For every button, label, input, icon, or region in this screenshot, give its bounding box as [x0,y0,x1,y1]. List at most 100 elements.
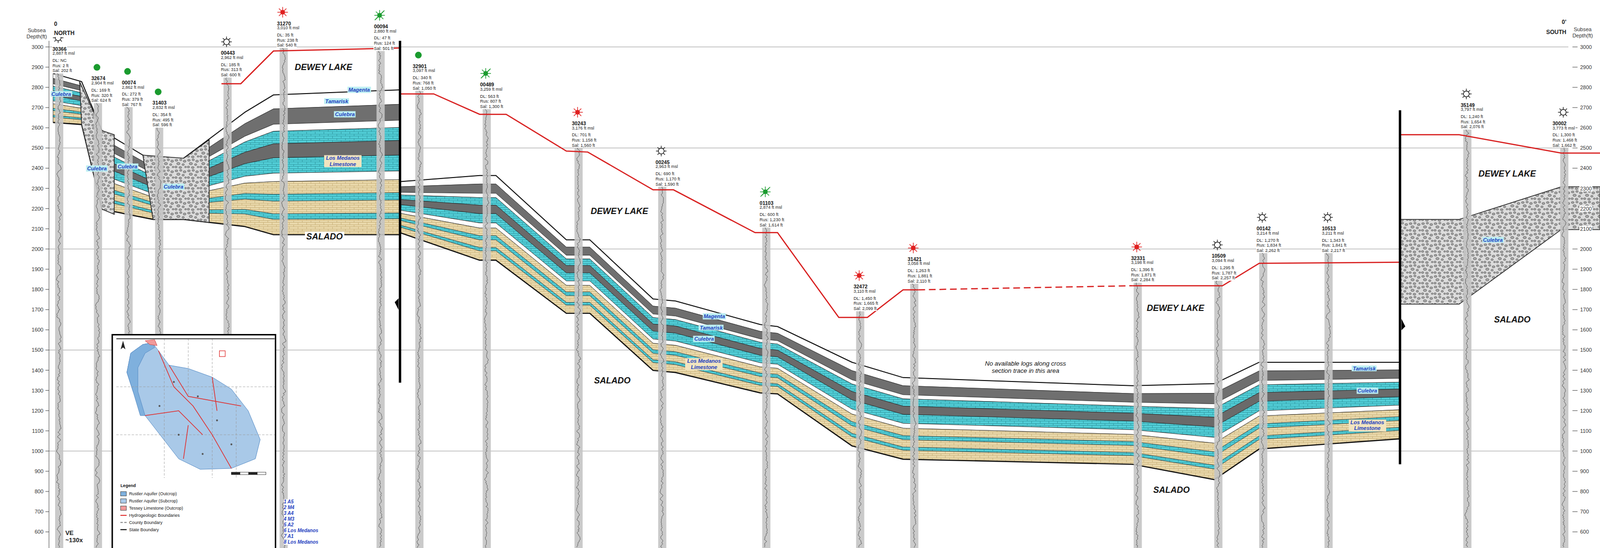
rock-layer [399,212,1401,479]
depth-tick [45,187,49,189]
layer-key: 5 A2 [283,521,294,528]
well-data: Sal: 2,076 ft [1459,124,1484,129]
county-boundary [235,386,237,478]
well-data: Sal: 501 ft [373,46,395,51]
legend-swatch [120,490,127,496]
scale-bar [240,471,249,475]
depth-tick [1572,511,1578,512]
unit-label: Culebra [116,163,139,170]
well-data: Sal: 2,262 ft [1256,247,1281,253]
depth-tick-label: 2200 [1579,205,1592,212]
log-track [1324,252,1333,548]
fault-line [398,40,402,383]
symbol-ray [573,108,576,111]
formation-boundary [399,232,1401,480]
symbol-slash [374,10,385,21]
dewey-lake-top [221,47,400,84]
log-track [574,147,583,548]
dry-hole-circle [1324,214,1331,221]
symbol-ray [767,191,771,192]
rock-layer [399,224,1401,469]
rock-layer [399,194,1401,417]
depth-tick-label: 700 [34,508,44,515]
depth-tick-label: 1700 [31,306,44,313]
well-data: DL: 701 ft [571,132,592,138]
gamma-log-curve [1562,147,1567,547]
layer-key: 6 Los Medanos [283,527,319,534]
depth-tick-label: 800 [1579,488,1589,495]
well-symbol [1557,106,1569,118]
depth-tick-label: 2600 [31,124,44,131]
unit-label: Magenta [347,86,372,94]
well-data: DL: NC [52,58,68,63]
well-data: Rus: 495 ft [151,117,175,123]
log-track [55,73,64,548]
legend-swatch [120,505,127,511]
well-data: DL: 354 ft [151,112,172,117]
well-symbol [221,36,232,47]
depth-tick-label: 900 [34,467,44,475]
well-data: Sal: 1,590 ft [654,181,679,187]
symbol-ray [487,75,490,78]
county-boundary [211,338,213,478]
map-marker [219,350,226,357]
depth-tick-label: 2900 [31,64,44,71]
well-symbol [1131,241,1143,253]
symbol-ray [279,13,281,16]
depth-tick-label: 2500 [31,144,44,152]
log-track [415,90,424,548]
well-symbol [572,106,584,118]
well-data: 3,797 ft msl [1459,106,1484,112]
well-data: 2,862 ft msl [121,84,145,90]
formation-label: SALADO [1492,314,1532,325]
gamma-log-curve [378,50,384,547]
depth-tick-label: 2400 [31,164,44,172]
layer-key: 3 A4 [283,510,294,516]
well-data: Sal: 2,257 ft [1211,275,1236,281]
well-data: DL: 600 ft [759,211,779,217]
symbol-ray [909,244,912,246]
depth-tick-label: 1800 [1579,286,1592,293]
county-boundary [116,386,275,387]
depth-tick [45,450,49,451]
well-data: DL: 185 ft [220,62,241,68]
well-data: Rus: 313 ft [220,67,243,72]
log-track [910,283,919,548]
vertical-exaggeration: VE ~130x [65,529,83,544]
depth-tick [45,389,49,391]
depth-tick-label: 2000 [1579,245,1592,253]
depth-tick [1572,470,1578,472]
depth-tick [1572,309,1578,310]
symbol-ray [222,43,225,46]
log-track [279,47,288,548]
depth-tick [45,329,49,330]
legend-text: Hydrogeologic Boundaries [128,512,180,518]
unit-label: Culebra [1356,387,1379,394]
depth-tick-label: 1100 [31,427,45,434]
oil-well-dot [124,68,131,75]
depth-tick [45,167,49,169]
depth-tick [45,127,49,129]
depth-tick [1572,87,1578,88]
unit-label: Tamarisk [324,97,350,105]
depth-tick-label: 1900 [1579,266,1592,273]
well-symbol [277,7,289,18]
well-data: Rus: 1,881 ft [907,273,933,279]
symbol-ray [764,186,766,190]
depth-gridline [48,450,1569,451]
unit-label: Los Medanos Limestone [685,358,723,371]
symbol-ray [761,187,764,190]
depth-tick [45,87,49,88]
well-data: 3,094 ft msl [1211,257,1235,263]
well-data: Sal: 202 ft [52,68,73,73]
depth-tick [45,369,49,371]
well-symbol [124,68,131,75]
unit-label: Los Medanos Limestone [324,154,362,167]
log-track [658,186,667,548]
well-data: Rus: 1,834 ft [1256,242,1282,248]
depth-tick [45,490,49,492]
well-symbol [374,10,386,21]
symbol-ray [572,111,576,113]
well-data: DL: 563 ft [479,93,500,99]
log-track [1259,252,1268,548]
